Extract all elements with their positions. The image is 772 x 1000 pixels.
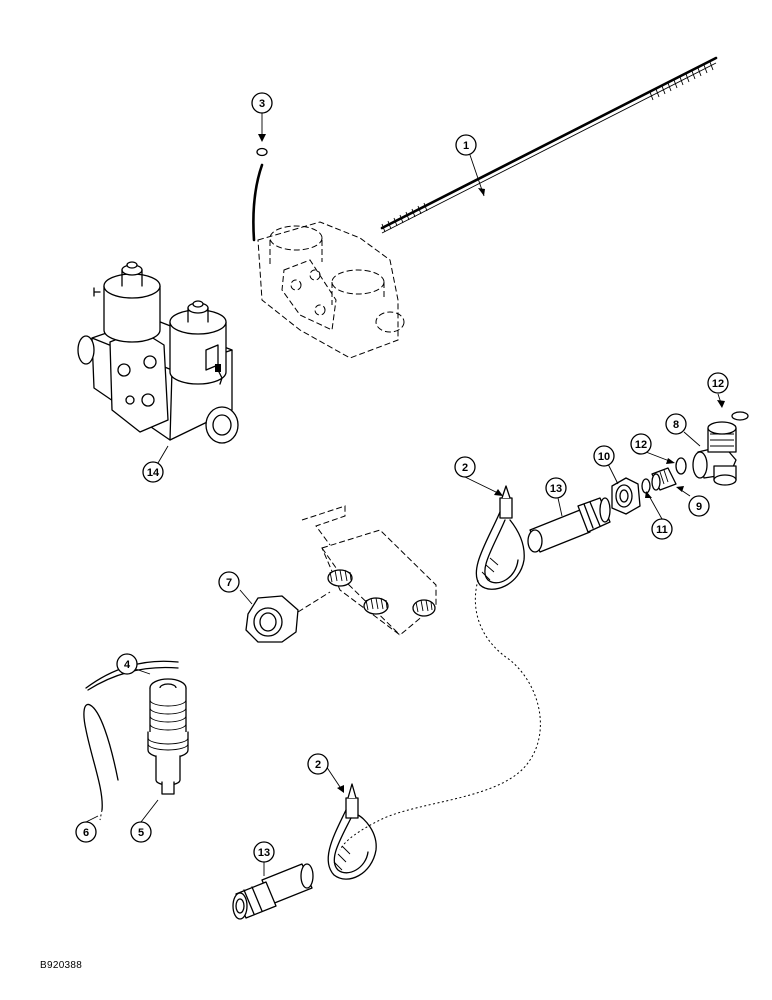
elbow-fitting-part-8 <box>692 421 737 486</box>
callout-13-lower: 13 <box>253 841 275 863</box>
callout-8: 8 <box>665 413 687 435</box>
callout-14-label: 14 <box>147 467 160 479</box>
callout-7: 7 <box>218 571 240 593</box>
phantom-valve-body <box>257 221 405 359</box>
callout-3: 3 <box>251 92 273 114</box>
callout-2-upper: 2 <box>454 456 476 478</box>
callout-2-lower-label: 2 <box>315 759 321 771</box>
callout-12-upper-label: 12 <box>712 378 724 390</box>
solenoid-valve-assembly <box>77 261 239 444</box>
callout-8-label: 8 <box>673 419 679 431</box>
figure-reference-code: B920388 <box>40 960 83 971</box>
callout-6: 6 <box>75 821 97 843</box>
callout-6-label: 6 <box>83 827 89 839</box>
adapter-part-9 <box>651 467 677 491</box>
callout-14: 14 <box>142 461 164 483</box>
washer-part-3 <box>252 147 268 242</box>
leader-arrowheads <box>258 134 725 793</box>
o-ring-part-12-upper <box>731 411 749 421</box>
threaded-rod <box>380 56 718 234</box>
callout-12-upper: 12 <box>707 372 729 394</box>
callout-4-label: 4 <box>124 659 131 671</box>
nut-part-7 <box>245 591 331 643</box>
callout-11: 11 <box>651 518 673 540</box>
hose-route-dashed <box>339 579 541 851</box>
callout-13-upper-label: 13 <box>550 483 562 495</box>
callout-13-lower-label: 13 <box>258 847 270 859</box>
callout-12-lower-label: 12 <box>635 439 647 451</box>
callout-13-upper: 13 <box>545 477 567 499</box>
callout-10-label: 10 <box>598 451 610 463</box>
callout-1-label: 1 <box>463 140 469 152</box>
nut-part-10 <box>611 477 641 515</box>
callout-2-upper-label: 2 <box>462 462 468 474</box>
strap-clamp-upper <box>475 485 525 590</box>
hose-fitting-lower <box>232 863 314 920</box>
phantom-manifold-block <box>301 505 437 636</box>
callout-9: 9 <box>688 495 710 517</box>
callout-7-label: 7 <box>226 577 232 589</box>
callout-12-lower: 12 <box>630 433 652 455</box>
callout-9-label: 9 <box>696 501 702 513</box>
callout-10: 10 <box>593 445 615 467</box>
o-ring-part-12-lower <box>675 457 687 475</box>
cartridge-valve-part-5 <box>147 678 189 795</box>
callout-3-label: 3 <box>259 98 265 110</box>
callout-5: 5 <box>130 821 152 843</box>
callout-4: 4 <box>116 653 138 675</box>
callouts: 1 2 2 3 4 5 6 7 8 9 10 11 12 12 13 13 14 <box>75 92 729 863</box>
hose-fitting-upper <box>527 497 611 553</box>
o-ring-part-11 <box>641 478 651 494</box>
callout-11-label: 11 <box>656 524 668 536</box>
wire-part-6 <box>83 703 119 821</box>
callout-5-label: 5 <box>138 827 144 839</box>
callout-1: 1 <box>455 134 477 156</box>
strap-clamp-lower <box>327 783 377 880</box>
callout-2-lower: 2 <box>307 753 329 775</box>
